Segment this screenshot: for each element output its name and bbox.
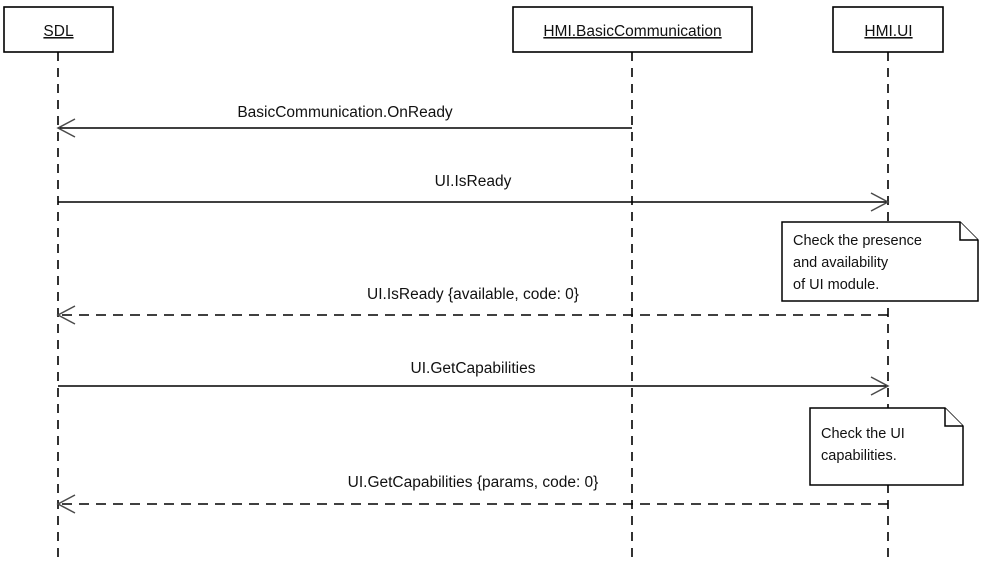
- note-shape: [809, 407, 964, 486]
- lifeline-label: HMI.UI: [864, 23, 912, 40]
- arrow-head-right-icon: [870, 192, 890, 212]
- message-label: UI.GetCapabilities {params, code: 0}: [348, 474, 599, 491]
- note-fold-corner-icon: [959, 222, 978, 241]
- lifeline-box: [832, 6, 944, 53]
- note-line-1: Check the presence: [793, 233, 922, 249]
- lifeline-box: [512, 6, 753, 53]
- note-line-2: capabilities.: [821, 448, 897, 464]
- lifeline-label: HMI.BasicCommunication: [543, 23, 721, 40]
- lifeline-header-hmi-basiccommunication[interactable]: HMI.BasicCommunication: [512, 6, 753, 53]
- lifeline-box: [3, 6, 114, 53]
- arrow-head-right-icon: [870, 376, 890, 396]
- message-ui-isready-request[interactable]: UI.IsReady: [58, 173, 890, 212]
- arrow-head-left-icon: [56, 305, 76, 325]
- message-label: BasicCommunication.OnReady: [237, 104, 453, 121]
- message-ui-getcapabilities-response[interactable]: UI.GetCapabilities {params, code: 0}: [56, 474, 888, 514]
- message-label: UI.GetCapabilities: [411, 360, 536, 377]
- note-check-capabilities[interactable]: Check the UI capabilities.: [809, 407, 964, 486]
- message-onready[interactable]: BasicCommunication.OnReady: [56, 104, 632, 138]
- message-label: UI.IsReady {available, code: 0}: [367, 286, 579, 303]
- lifeline-label: SDL: [43, 23, 74, 40]
- note-line-1: Check the UI: [821, 426, 905, 442]
- arrow-head-left-icon: [56, 494, 76, 514]
- note-shape: [781, 221, 979, 302]
- arrow-head-left-icon: [56, 118, 76, 138]
- note-check-presence[interactable]: Check the presence and availability of U…: [781, 221, 979, 302]
- lifeline-header-sdl[interactable]: SDL: [3, 6, 114, 53]
- message-ui-isready-response[interactable]: UI.IsReady {available, code: 0}: [56, 286, 888, 325]
- note-line-3: of UI module.: [793, 277, 879, 293]
- lifeline-lines: [57, 52, 889, 564]
- lifeline-header-hmi-ui[interactable]: HMI.UI: [832, 6, 944, 53]
- message-ui-getcapabilities-request[interactable]: UI.GetCapabilities: [58, 360, 890, 396]
- note-line-2: and availability: [793, 255, 889, 271]
- message-label: UI.IsReady: [435, 173, 512, 190]
- note-fold-corner-icon: [944, 408, 963, 427]
